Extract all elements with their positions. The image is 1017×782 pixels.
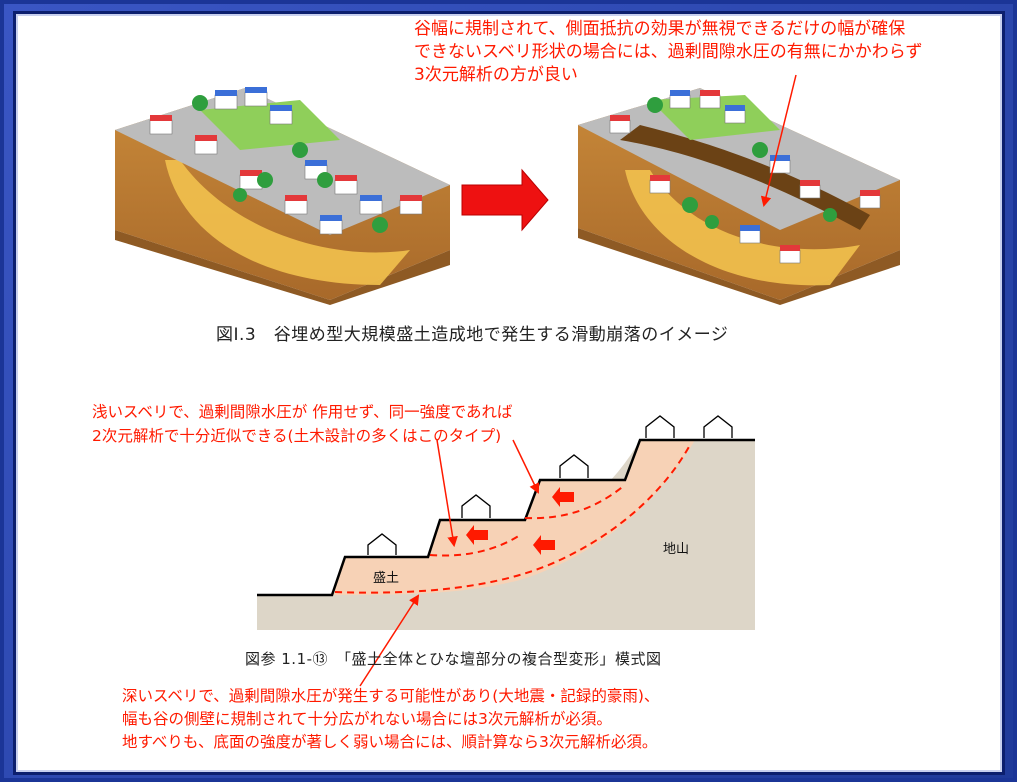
- deep-annotation-line: 幅も谷の側壁に規制されて十分広がれない場合には3次元解析が必須。: [122, 710, 612, 728]
- top-annotation-line: 3次元解析の方が良い: [414, 65, 578, 85]
- figure1-caption: 図Ⅰ.3 谷埋め型大規模盛土造成地で発生する滑動崩落のイメージ: [216, 325, 729, 345]
- shallow-annotation-line: 2次元解析で十分近似できる(土木設計の多くはこのタイプ): [92, 427, 502, 445]
- fill-soil-label: 盛土: [373, 571, 400, 586]
- top-note-leader: [760, 74, 797, 208]
- top-annotation-line: できないスベリ形状の場合には、過剰間隙水圧の有無にかかわらず: [414, 42, 923, 62]
- shallow-note-leader-1: [436, 439, 458, 548]
- landslide-before-illustration: [115, 87, 450, 305]
- deep-annotation-line: 地すべりも、底面の強度が著しく弱い場合には、順計算なら3次元解析必須。: [122, 733, 658, 751]
- figure2-caption: 図参 1.1-⑬ 「盛土全体とひな壇部分の複合型変形」模式図: [245, 650, 662, 668]
- landslide-after-illustration: [578, 88, 900, 305]
- deep-note-leader: [359, 594, 420, 687]
- shallow-note-leader-2: [512, 439, 540, 494]
- deep-slip-annotation: 深いスベリで、過剰間隙水圧が発生する可能性があり(大地震・記録的豪雨)、 幅も谷…: [122, 685, 659, 754]
- shallow-annotation-line: 浅いスベリで、過剰間隙水圧が 作用せず、同一強度であれば: [92, 403, 513, 421]
- deep-annotation-line: 深いスベリで、過剰間隙水圧が発生する可能性があり(大地震・記録的豪雨)、: [122, 687, 660, 705]
- top-annotation-line: 谷幅に規制されて、側面抵抗の効果が無視できるだけの幅が確保: [414, 19, 906, 39]
- cross-section-diagram: [257, 415, 755, 630]
- top-annotation: 谷幅に規制されて、側面抵抗の効果が無視できるだけの幅が確保 できないスベリ形状の…: [414, 18, 984, 87]
- shallow-slip-annotation: 浅いスベリで、過剰間隙水圧が 作用せず、同一強度であれば 2次元解析で十分近似で…: [92, 400, 512, 448]
- ground-label: 地山: [663, 542, 690, 557]
- transition-arrow-icon: [461, 168, 549, 232]
